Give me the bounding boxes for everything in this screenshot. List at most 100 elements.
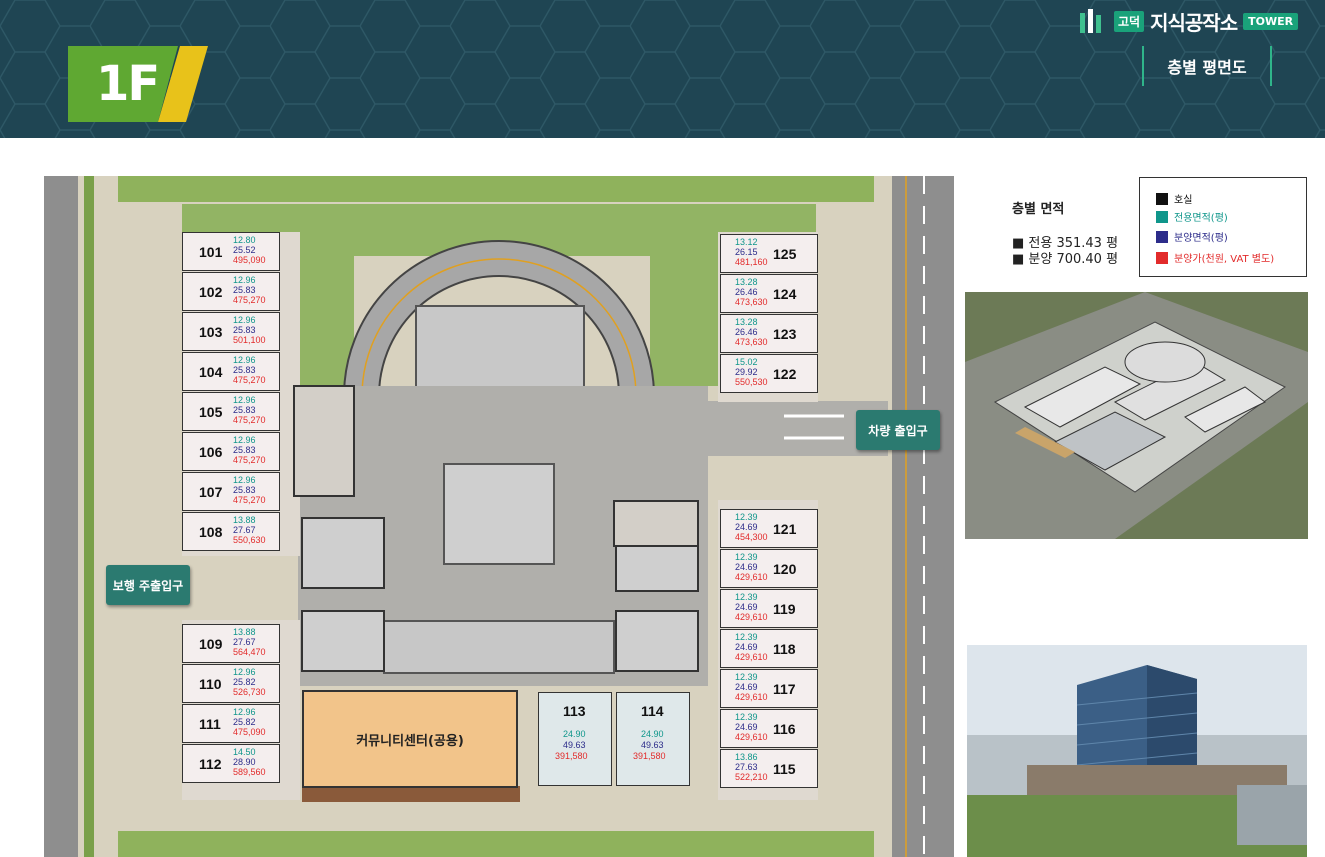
unit-sale-area: 25.83 (233, 485, 256, 495)
unit-number: 115 (773, 761, 796, 777)
legend-swatch (1156, 210, 1168, 223)
legend-label: 호실 (1174, 195, 1193, 206)
legend-item-unit: 호실 (1156, 191, 1192, 206)
unit-sale-area: 25.83 (233, 325, 256, 335)
unit-exclusive-area: 12.39 (735, 712, 758, 722)
page-header: 1F 고덕 지식공작소 TOWER 층별 평면도 (0, 0, 1325, 138)
unit-exclusive-area: 12.39 (735, 632, 758, 642)
floor-label: 1F (96, 56, 160, 112)
community-center-label: 커뮤니티센터(공용) (356, 733, 464, 749)
unit-number: 123 (773, 326, 797, 342)
unit-number: 104 (199, 364, 223, 380)
unit-exclusive-area: 24.90 (563, 729, 586, 739)
unit-price: 475,090 (233, 727, 266, 737)
unit-price: 429,610 (735, 612, 768, 622)
unit-exclusive-area: 12.96 (233, 667, 256, 677)
unit-exclusive-area: 24.90 (641, 729, 664, 739)
unit-price: 391,580 (633, 751, 666, 761)
unit-exclusive-area: 12.39 (735, 512, 758, 522)
unit-number: 102 (199, 284, 223, 300)
unit-sale-area: 25.82 (233, 717, 256, 727)
unit-price: 475,270 (233, 455, 266, 465)
vehicle-entrance-tag: 차량 출입구 (856, 410, 940, 450)
header-pattern (0, 0, 1325, 138)
unit-exclusive-area: 14.50 (233, 747, 256, 757)
pedestrian-entrance-label: 보행 주출입구 (112, 578, 184, 593)
unit-price: 429,610 (735, 692, 768, 702)
community-center: 커뮤니티센터(공용) (302, 690, 518, 788)
unit-number: 101 (199, 244, 223, 260)
legend: 호실 전용면적(평) 분양면적(평) 분양가(천원, VAT 별도) (1139, 177, 1307, 277)
unit-number: 118 (773, 641, 796, 657)
unit-number: 113 (563, 703, 586, 719)
unit-number: 112 (199, 756, 222, 772)
unit-exclusive-area: 12.96 (233, 395, 256, 405)
unit-price: 526,730 (233, 687, 266, 697)
unit-price: 495,090 (233, 255, 266, 265)
unit-sale-area: 25.83 (233, 285, 256, 295)
unit-exclusive-area: 12.80 (233, 235, 256, 245)
unit-sale-area: 24.69 (735, 522, 758, 532)
unit-price: 501,100 (233, 335, 266, 345)
unit-exclusive-area: 13.88 (233, 627, 256, 637)
unit-sale-area: 24.69 (735, 722, 758, 732)
unit-sale-area: 25.83 (233, 365, 256, 375)
brand-name: 지식공작소 (1150, 10, 1238, 35)
unit-price: 475,270 (233, 375, 266, 385)
isometric-floor-render (965, 292, 1308, 539)
legend-item-sale: 분양면적(평) (1156, 229, 1228, 244)
unit-price: 429,610 (735, 732, 768, 742)
legend-item-exclusive: 전용면적(평) (1156, 209, 1228, 224)
unit-exclusive-area: 13.86 (735, 752, 758, 762)
unit-price: 522,210 (735, 772, 768, 782)
tower-exterior-photo (967, 645, 1307, 857)
unit-number: 121 (773, 521, 797, 537)
unit-number: 103 (199, 324, 223, 340)
unit-sale-area: 27.63 (735, 762, 758, 772)
brand-logo: 고덕 지식공작소 TOWER (1078, 6, 1299, 36)
unit-sale-area: 25.82 (233, 677, 256, 687)
unit-sale-area: 24.69 (735, 642, 758, 652)
page-subtitle: 층별 평면도 (1142, 46, 1272, 86)
unit-price: 475,270 (233, 495, 266, 505)
legend-label: 분양면적(평) (1174, 233, 1228, 244)
legend-swatch (1156, 230, 1168, 243)
unit-number: 117 (773, 681, 796, 697)
unit-number: 125 (773, 246, 797, 262)
unit-number: 105 (199, 404, 223, 420)
legend-swatch (1156, 251, 1168, 264)
unit-sale-area: 49.63 (641, 740, 664, 750)
unit-price: 589,560 (233, 767, 266, 777)
unit-price: 454,300 (735, 532, 768, 542)
unit-price: 550,630 (233, 535, 266, 545)
unit-number: 111 (199, 716, 221, 732)
exclusive-area-text: ■ 전용 351.43 평 (1012, 236, 1119, 251)
unit-number: 108 (199, 524, 223, 540)
unit-exclusive-area: 12.96 (233, 475, 256, 485)
unit-exclusive-area: 15.02 (735, 357, 758, 367)
unit-number: 109 (199, 636, 223, 652)
unit-sale-area: 24.69 (735, 562, 758, 572)
unit-sale-area: 25.83 (233, 405, 256, 415)
vehicle-entrance-label: 차량 출입구 (868, 423, 928, 438)
unit-price: 475,270 (233, 415, 266, 425)
unit-sale-area: 27.67 (233, 525, 256, 535)
unit-exclusive-area: 12.96 (233, 707, 256, 717)
unit-price: 391,580 (555, 751, 588, 761)
